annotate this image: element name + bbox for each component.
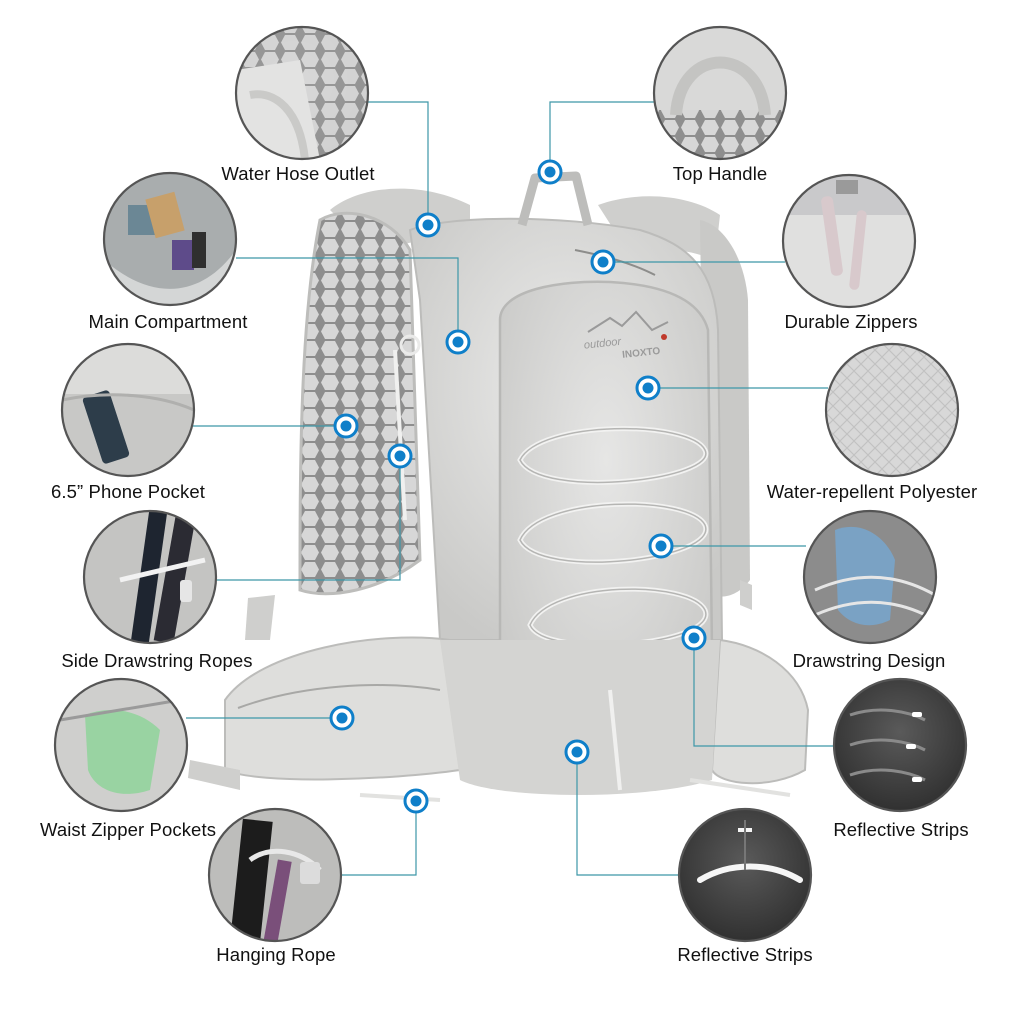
label-water-repellent-polyester: Water-repellent Polyester xyxy=(766,481,978,502)
detail-top-handle xyxy=(652,25,788,161)
label-top-handle: Top Handle xyxy=(672,163,768,184)
hotspot-reflective-strips-right[interactable] xyxy=(681,625,707,651)
leader-lines xyxy=(186,101,834,876)
label-reflective-strips-right: Reflective Strips xyxy=(833,819,969,840)
hotspot-water-repellent-polyester[interactable] xyxy=(635,375,661,401)
backpack: outdoor INOXTO xyxy=(188,171,810,802)
detail-waist-zipper-pockets xyxy=(53,677,189,813)
label-side-drawstring-ropes: Side Drawstring Ropes xyxy=(61,650,253,671)
label-water-hose-outlet: Water Hose Outlet xyxy=(221,163,375,184)
detail-main-compartment xyxy=(102,171,238,307)
detail-reflective-strips-bottom xyxy=(677,807,813,943)
hotspot-hanging-rope[interactable] xyxy=(403,788,429,814)
label-reflective-strips-bottom: Reflective Strips xyxy=(677,944,813,965)
label-waist-zipper-pockets: Waist Zipper Pockets xyxy=(39,819,217,840)
detail-hanging-rope xyxy=(207,807,343,943)
detail-water-repellent-polyester xyxy=(824,342,960,478)
label-durable-zippers: Durable Zippers xyxy=(784,311,918,332)
label-phone-pocket: 6.5” Phone Pocket xyxy=(51,481,205,502)
hotspot-durable-zippers[interactable] xyxy=(590,249,616,275)
hotspot-water-hose-outlet[interactable] xyxy=(415,212,441,238)
detail-side-drawstring-ropes xyxy=(82,509,218,645)
detail-water-hose-outlet xyxy=(234,25,370,161)
hotspot-top-handle[interactable] xyxy=(537,159,563,185)
hotspot-side-drawstring-ropes[interactable] xyxy=(387,443,413,469)
label-main-compartment: Main Compartment xyxy=(88,311,248,332)
label-hanging-rope: Hanging Rope xyxy=(216,944,336,965)
label-drawstring-design: Drawstring Design xyxy=(792,650,946,671)
logo-text-brand: INOXTO xyxy=(622,346,661,361)
detail-phone-pocket xyxy=(60,342,196,478)
brand-logo: outdoor INOXTO xyxy=(583,310,669,361)
detail-reflective-strips-right xyxy=(832,677,968,813)
hotspot-drawstring-design[interactable] xyxy=(648,533,674,559)
hotspot-markers xyxy=(329,159,707,814)
hotspot-waist-zipper-pockets[interactable] xyxy=(329,705,355,731)
detail-drawstring-design xyxy=(802,509,938,645)
hotspot-phone-pocket[interactable] xyxy=(333,413,359,439)
hotspot-main-compartment[interactable] xyxy=(445,329,471,355)
hotspot-reflective-strips-bottom[interactable] xyxy=(564,739,590,765)
logo-text-outdoor: outdoor xyxy=(583,336,623,352)
detail-durable-zippers xyxy=(781,173,917,309)
